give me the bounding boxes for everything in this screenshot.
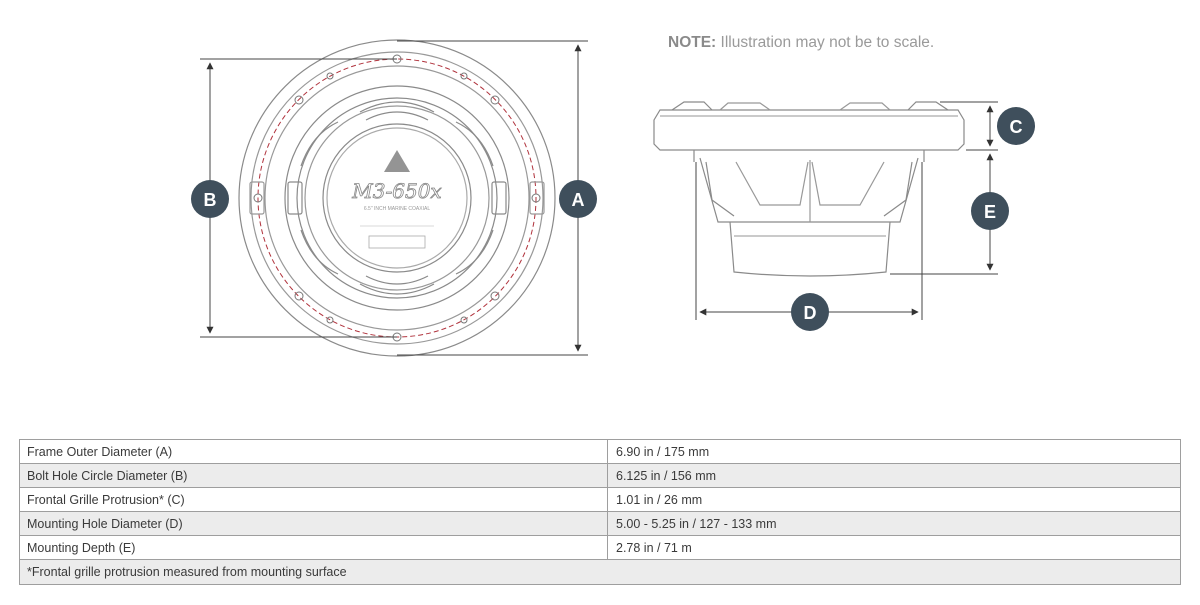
table-footnote-row: *Frontal grille protrusion measured from… xyxy=(19,559,1181,585)
speaker-subtitle-text: 6.5" INCH MARINE COAXIAL xyxy=(364,206,430,212)
scale-note: NOTE: Illustration may not be to scale. xyxy=(668,34,934,52)
table-row: Mounting Hole Diameter (D) 5.00 - 5.25 i… xyxy=(19,511,1181,536)
table-row: Mounting Depth (E) 2.78 in / 71 m xyxy=(19,535,1181,560)
front-view xyxy=(238,39,556,357)
jl-logo-icon xyxy=(384,150,410,172)
spec-value: 2.78 in / 71 m xyxy=(607,535,1181,560)
scale-note-text: Illustration may not be to scale. xyxy=(720,34,935,51)
callout-b-label: B xyxy=(204,190,217,210)
side-view xyxy=(653,101,965,277)
spec-label: Frontal Grille Protrusion* (C) xyxy=(19,487,608,512)
callout-e: E xyxy=(971,192,1009,230)
spec-value: 5.00 - 5.25 in / 127 - 133 mm xyxy=(607,511,1181,536)
scale-note-label: NOTE: xyxy=(668,34,717,51)
table-row: Bolt Hole Circle Diameter (B) 6.125 in /… xyxy=(19,463,1181,488)
callout-e-label: E xyxy=(984,202,996,222)
spec-value: 1.01 in / 26 mm xyxy=(607,487,1181,512)
spec-label: Mounting Depth (E) xyxy=(19,535,608,560)
callout-a: A xyxy=(559,180,597,218)
table-row: Frame Outer Diameter (A) 6.90 in / 175 m… xyxy=(19,439,1181,464)
spec-label: Bolt Hole Circle Diameter (B) xyxy=(19,463,608,488)
table-row: Frontal Grille Protrusion* (C) 1.01 in /… xyxy=(19,487,1181,512)
specifications-table: Frame Outer Diameter (A) 6.90 in / 175 m… xyxy=(19,439,1181,585)
speaker-dimension-diagram: M3-650x 6.5" INCH MARINE COAXIAL xyxy=(191,39,1035,357)
spec-label: Mounting Hole Diameter (D) xyxy=(19,511,608,536)
callout-a-label: A xyxy=(572,190,585,210)
callout-d: D xyxy=(791,293,829,331)
callout-c-label: C xyxy=(1010,117,1023,137)
spec-value: 6.90 in / 175 mm xyxy=(607,439,1181,464)
dimension-c xyxy=(940,101,998,151)
callout-c: C xyxy=(997,107,1035,145)
callout-b: B xyxy=(191,180,229,218)
spec-label: Frame Outer Diameter (A) xyxy=(19,439,608,464)
callout-d-label: D xyxy=(804,303,817,323)
table-footnote: *Frontal grille protrusion measured from… xyxy=(19,559,1181,585)
spec-value: 6.125 in / 156 mm xyxy=(607,463,1181,488)
speaker-model-text: M3-650x xyxy=(351,179,441,203)
